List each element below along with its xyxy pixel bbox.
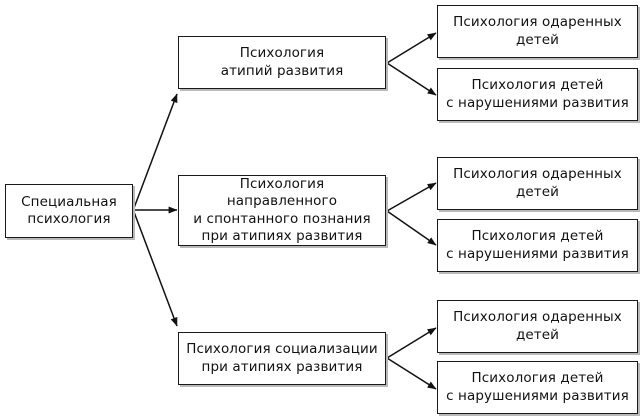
node-branch-3-leaf-2-label: Психология детей с нарушениями развития (446, 370, 629, 404)
node-branch-2-leaf-1[interactable]: Психология одаренных детей (437, 157, 638, 210)
node-branch-2-leaf-2[interactable]: Психология детей с нарушениями развития (437, 219, 638, 272)
connector-branch-2-to-leaf-1 (386, 182, 437, 212)
node-branch-3-label: Психология социализации при атипиях разв… (186, 341, 378, 375)
node-root[interactable]: Специальная психология (5, 184, 133, 238)
node-branch-1-label: Психология атипий развития (220, 45, 344, 79)
node-branch-1-leaf-2-label: Психология детей с нарушениями развития (446, 77, 629, 111)
node-branch-3-leaf-2[interactable]: Психология детей с нарушениями развития (437, 361, 638, 414)
connector-branch-2-to-leaf-2 (386, 210, 437, 246)
node-branch-2-label: Психология направленного и спонтанного п… (193, 175, 371, 244)
node-branch-1-leaf-1-label: Психология одаренных детей (453, 14, 622, 48)
connector-root-to-branch-3 (133, 211, 178, 327)
node-branch-3-leaf-1-label: Психология одаренных детей (453, 309, 622, 343)
node-root-label: Специальная психология (21, 193, 117, 227)
connector-branch-1-to-leaf-2 (386, 62, 437, 96)
node-branch-3[interactable]: Психология социализации при атипиях разв… (178, 332, 386, 385)
node-branch-1-leaf-2[interactable]: Психология детей с нарушениями развития (437, 68, 638, 121)
connector-branch-3-to-leaf-1 (386, 327, 437, 359)
node-branch-2-leaf-2-label: Психология детей с нарушениями развития (446, 228, 629, 262)
connector-branch-1-to-leaf-1 (386, 32, 437, 64)
node-branch-1-leaf-1[interactable]: Психология одаренных детей (437, 5, 638, 58)
node-branch-1[interactable]: Психология атипий развития (178, 36, 386, 89)
node-branch-2-leaf-1-label: Психология одаренных детей (453, 166, 622, 200)
connector-branch-3-to-leaf-2 (386, 357, 437, 390)
node-branch-3-leaf-1[interactable]: Психология одаренных детей (437, 300, 638, 353)
node-branch-2[interactable]: Психология направленного и спонтанного п… (178, 175, 386, 246)
connector-root-to-branch-1 (133, 93, 178, 209)
